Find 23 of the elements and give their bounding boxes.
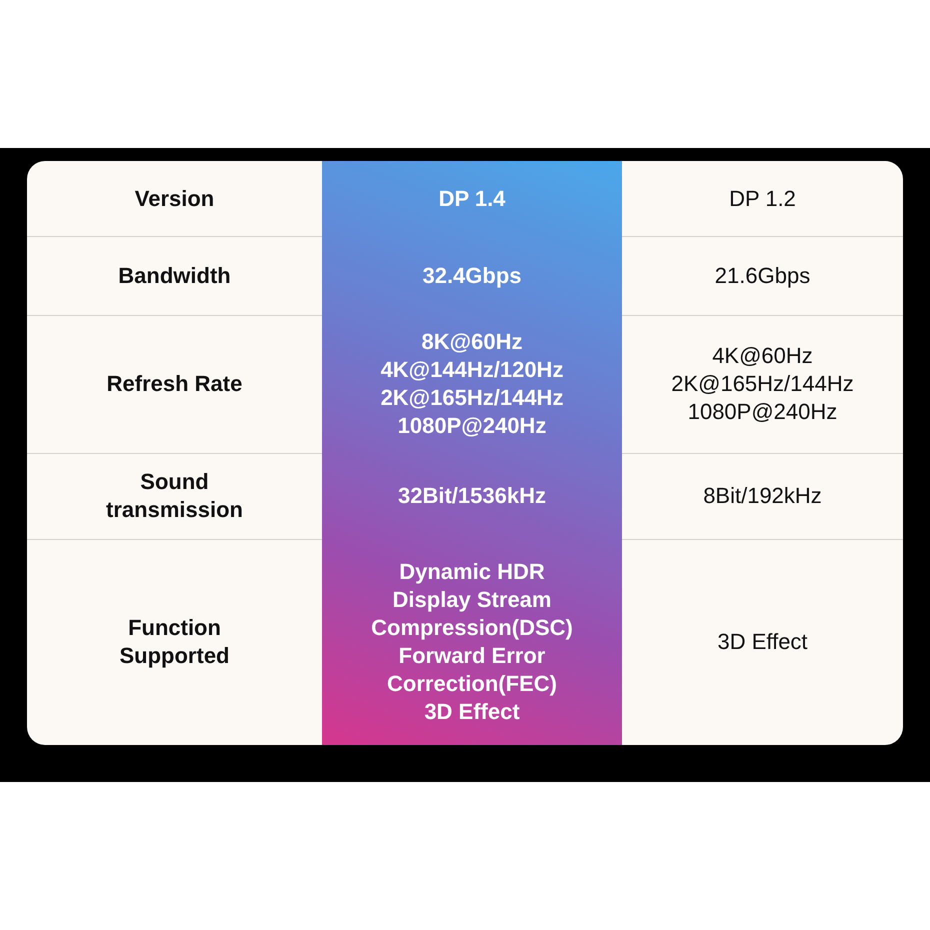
spec-value: Display Stream Compression(DSC)	[370, 586, 574, 642]
spec-value: 4K@60Hz	[712, 342, 813, 370]
spec-value: 32Bit/1536kHz	[398, 482, 546, 510]
spec-value: 4K@144Hz/120Hz	[380, 356, 564, 384]
row-header: Version	[134, 184, 214, 212]
spec-value: 2K@165Hz/144Hz	[380, 384, 564, 412]
row-header: Bandwidth	[118, 262, 231, 290]
spec-value: Dynamic HDR	[399, 558, 545, 586]
spec-value: DP 1.2	[729, 184, 796, 212]
spec-value: 1080P@240Hz	[688, 398, 838, 426]
spec-value: Forward Error Correction(FEC)	[386, 642, 558, 698]
spec-value: 1080P@240Hz	[398, 412, 546, 440]
spec-value: 3D Effect	[717, 628, 808, 656]
spec-value: 21.6Gbps	[714, 262, 810, 290]
spec-value: 8K@60Hz	[422, 328, 522, 356]
spec-value: 2K@165Hz/144Hz	[671, 370, 854, 398]
spec-value: 32.4Gbps	[422, 262, 522, 290]
spec-value: 8Bit/192kHz	[703, 482, 822, 510]
spec-value: 3D Effect	[424, 698, 520, 726]
row-header: Sound transmission	[105, 468, 244, 524]
row-header: Refresh Rate	[106, 370, 242, 398]
spec-value: DP 1.4	[438, 184, 506, 212]
row-header: Function Supported	[118, 614, 230, 670]
